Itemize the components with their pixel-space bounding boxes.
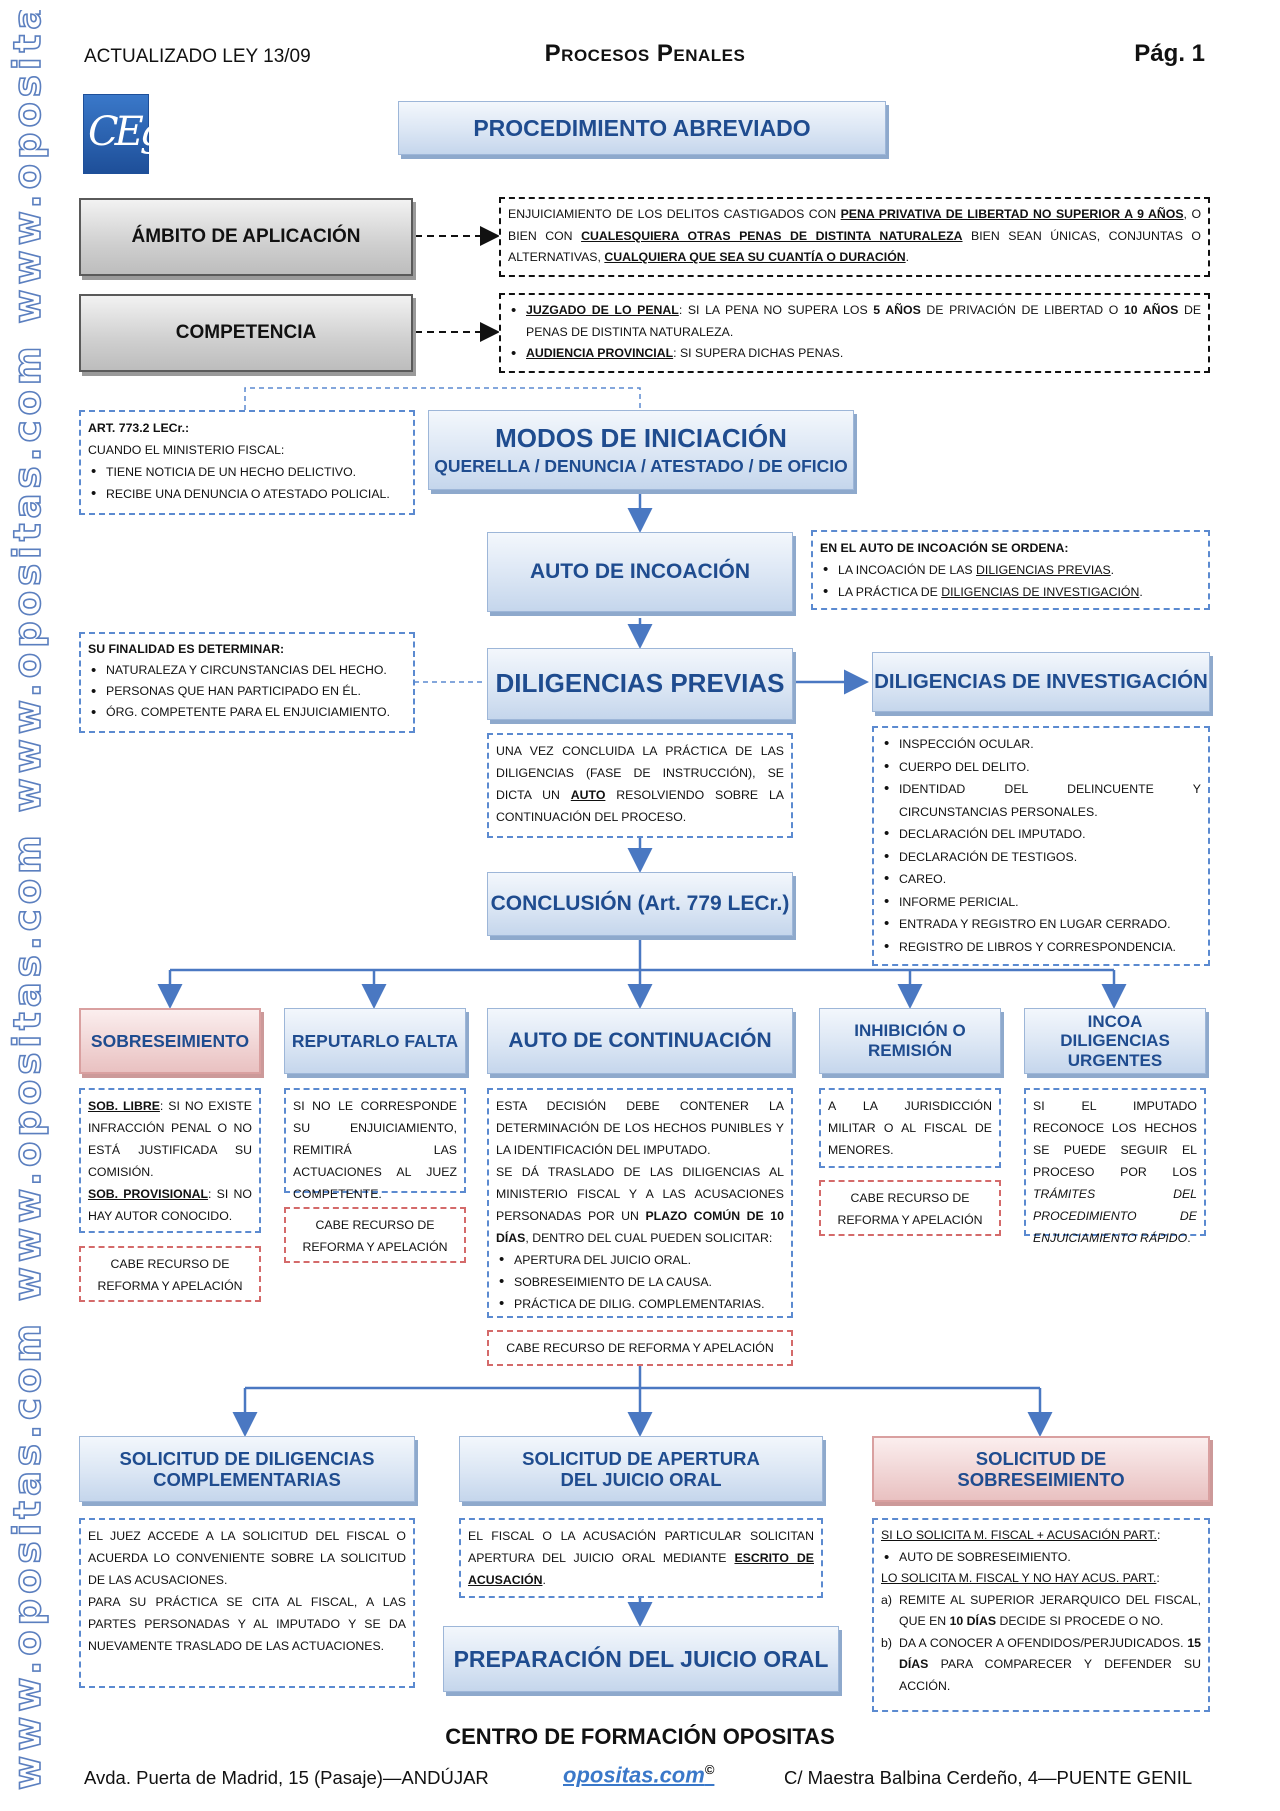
art773-title: ART. 773.2 LECr.: [88,421,190,435]
diligencias-investigacion-label: DILIGENCIAS DE INVESTIGACIÓN [874,670,1208,694]
falta-box: REPUTARLO FALTA [284,1008,466,1074]
investigacion-item: Entrada y registro en lugar cerrado. [881,913,1201,936]
competencia-label: COMPETENCIA [175,322,317,343]
complementarias-note: El juez accede a la solicitud del fiscal… [79,1518,415,1688]
ambito-text-4: . [905,250,910,264]
ambito-note: Enjuiciamiento de los delitos castigados… [499,197,1210,277]
preparacion-box: PREPARACIÓN DEL JUICIO ORAL [443,1626,839,1692]
investigacion-item: Declaración de testigos. [881,846,1201,869]
footer-site-link[interactable]: opositas.com© [563,1762,715,1788]
continuacion-item: Apertura del juicio oral. [496,1249,784,1271]
conclusion-label: CONCLUSIÓN (Art. 779 LECr.) [490,891,790,915]
competencia-item: Juzgado de lo Penal: si la pena no super… [508,300,1201,343]
ambito-box: ÁMBITO DE APLICACIÓN [79,198,413,276]
sol-sobreseimiento-item: Auto de sobreseimiento. [881,1547,1201,1569]
diligencias-investigacion-list: Inspección ocular. Cuerpo del delito. Id… [872,726,1210,966]
sol-sobreseimiento-note: Si lo solicita M. Fiscal + acusación par… [872,1518,1210,1712]
falta-label: REPUTARLO FALTA [291,1030,459,1051]
investigacion-item: Careo. [881,868,1201,891]
continuacion-item: Práctica de dilig. complementarias. [496,1293,784,1315]
inhibicion-note: A la jurisdicción militar o al fiscal de… [819,1088,1001,1168]
page-title: Procesos Penales [544,40,746,67]
diligencias-investigacion-box: DILIGENCIAS DE INVESTIGACIÓN [872,652,1210,712]
investigacion-item: Declaración del imputado. [881,823,1201,846]
competencia-item: Audiencia Provincial: si supera dichas p… [508,343,1201,365]
art773-item: Recibe una denuncia o atestado policial. [88,483,406,505]
art773-intro: Cuando el Ministerio Fiscal: [88,443,285,457]
competencia-note: Juzgado de lo Penal: si la pena no super… [499,293,1210,373]
preparacion-label: PREPARACIÓN DEL JUICIO ORAL [453,1645,829,1672]
ambito-label: ÁMBITO DE APLICACIÓN [131,226,361,247]
sol-sobreseimiento-box: SOLICITUD DE SOBRESEIMIENTO [872,1436,1210,1502]
diligencias-previas-label: DILIGENCIAS PREVIAS [495,668,785,699]
main-title-box: PROCEDIMIENTO ABREVIADO [398,101,886,155]
ambito-text-3: bien sean únicas, conjuntas o alternativ… [508,228,1201,265]
inhibicion-box: INHIBICIÓN O REMISIÓN [819,1008,1001,1074]
auto-incoacion-item: La práctica de diligencias de investigac… [820,581,1201,603]
footer-address-left: Avda. Puerta de Madrid, 15 (Pasaje)—ANDÚ… [84,1767,489,1788]
investigacion-item: Registro de libros y correspondencia. [881,936,1201,959]
auto-incoacion-label: AUTO DE INCOACIÓN [529,559,751,583]
finalidad-item: Órg. competente para el enjuiciamiento. [88,702,406,723]
auto-incoacion-note: EN EL AUTO DE INCOACIÓN SE ORDENA: La in… [811,530,1210,610]
conclusion-box: CONCLUSIÓN (Art. 779 LECr.) [487,872,793,936]
continuacion-note: Esta decisión debe contener la determina… [487,1088,793,1318]
finalidad-note: SU FINALIDAD ES DETERMINAR: Naturaleza y… [79,632,415,733]
side-watermark: www.opositas.com www.opositas.com www.op… [6,10,50,1790]
sobreseimiento-label: SOBRESEIMIENTO [90,1030,250,1051]
urgentes-note: Si el imputado reconoce los hechos se pu… [1024,1088,1206,1245]
modos-subtitle: QUERELLA / DENUNCIA / ATESTADO / DE OFIC… [434,455,848,476]
sol-sobreseimiento-label: SOLICITUD DE SOBRESEIMIENTO [957,1447,1125,1490]
continuacion-box: AUTO DE CONTINUACIÓN [487,1008,793,1074]
sobreseimiento-note: Sob. Libre: si no existe infracción pena… [79,1088,261,1233]
page-number: Pág. 1 [1134,40,1205,67]
ambito-emph-3: cualquiera que sea su cuantía o duración [604,250,906,264]
complementarias-box: SOLICITUD DE DILIGENCIAS COMPLEMENTARIAS [79,1436,415,1502]
sobreseimiento-box: SOBRESEIMIENTO [79,1008,261,1074]
art773-note: ART. 773.2 LECr.: Cuando el Ministerio F… [79,410,415,515]
ambito-emph-1: pena privativa de libertad no superior a… [840,207,1184,221]
continuacion-label: AUTO DE CONTINUACIÓN [508,1028,772,1052]
apertura-note: El fiscal o la acusación particular soli… [459,1518,823,1598]
auto-incoacion-item: La incoación de las diligencias previas. [820,559,1201,581]
sol-sobreseimiento-option-a: a)Remite al superior jerarquico del fisc… [881,1592,1201,1629]
investigacion-item: Identidad del delincuente y circunstanci… [881,778,1201,823]
competencia-box: COMPETENCIA [79,294,413,372]
finalidad-title: SU FINALIDAD ES DETERMINAR: [88,642,285,656]
apertura-box: SOLICITUD DE APERTURA DEL JUICIO ORAL [459,1436,823,1502]
urgentes-label: INCOA DILIGENCIAS URGENTES [1060,1011,1170,1070]
ambito-text-2: , o bien con [508,207,1202,243]
auto-incoacion-box: AUTO DE INCOACIÓN [487,532,793,612]
inhibicion-label: INHIBICIÓN O REMISIÓN [854,1021,966,1060]
ambito-emph-2: cualesquiera otras penas de distinta nat… [581,228,963,243]
finalidad-item: Naturaleza y circunstancias del hecho. [88,660,406,681]
falta-recurso: Cabe recurso de reforma y apelación [284,1207,466,1263]
art773-item: Tiene noticia de un hecho delictivo. [88,461,406,483]
falta-note: Si no le corresponde su enjuiciamiento, … [284,1088,466,1201]
modos-box: MODOS DE INICIACIÓN QUERELLA / DENUNCIA … [428,410,854,490]
investigacion-item: Inspección ocular. [881,733,1201,756]
complementarias-label: SOLICITUD DE DILIGENCIAS COMPLEMENTARIAS [119,1447,375,1490]
inhibicion-recurso: Cabe recurso de reforma y apelación [819,1180,1001,1236]
finalidad-item: Personas que han participado en él. [88,681,406,702]
diligencias-previas-box: DILIGENCIAS PREVIAS [487,648,793,720]
auto-incoacion-note-title: EN EL AUTO DE INCOACIÓN SE ORDENA: [820,541,1069,555]
urgentes-box: INCOA DILIGENCIAS URGENTES [1024,1008,1206,1074]
footer-address-right: C/ Maestra Balbina Cerdeño, 4—PUENTE GEN… [784,1767,1193,1788]
center-logo: CEg [83,94,165,174]
sol-sobreseimiento-option-b: b)Da a conocer a ofendidos/perjudicados.… [881,1635,1201,1693]
investigacion-item: Cuerpo del delito. [881,756,1201,779]
sobreseimiento-recurso: Cabe recurso de reforma y apelación [79,1246,261,1302]
continuacion-item: Sobreseimiento de la causa. [496,1271,784,1293]
header-updated-label: ACTUALIZADO LEY 13/09 [84,46,311,67]
apertura-label: SOLICITUD DE APERTURA DEL JUICIO ORAL [522,1447,760,1490]
continuacion-recurso: Cabe recurso de reforma y apelación [487,1330,793,1366]
main-title: PROCEDIMIENTO ABREVIADO [473,114,811,141]
diligencias-previas-note: Una vez concluida la práctica de las dil… [487,733,793,838]
footer-center-name: CENTRO DE FORMACIÓN OPOSITAS [445,1724,835,1749]
ambito-text-1: Enjuiciamiento de los delitos castigados… [508,207,841,221]
modos-title: MODOS DE INICIACIÓN [495,422,787,453]
investigacion-item: Informe pericial. [881,891,1201,914]
